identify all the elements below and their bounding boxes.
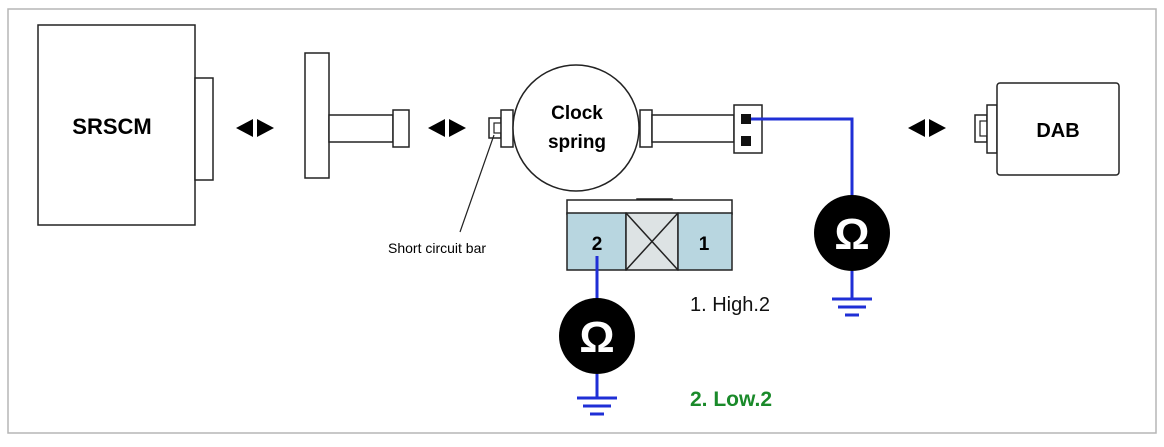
measurement-wire-high (751, 117, 854, 196)
ground-icon (832, 297, 872, 317)
clock-spring-label-line2: spring (548, 132, 606, 153)
pin-1-label: 1 (699, 234, 710, 255)
srscm-module: SRSCM (37, 24, 214, 226)
short-circuit-bar-label: Short circuit bar (388, 240, 486, 256)
clock-spring-label-line1: Clock (551, 103, 603, 124)
ohmmeter-icon: Ω (814, 195, 890, 271)
pin-2-label: 2 (592, 234, 603, 255)
short-circuit-bar-pointer (459, 134, 495, 233)
ohmmeter-icon: Ω (559, 298, 635, 374)
dab-module: DAB (974, 82, 1120, 176)
double-arrow-icon (428, 119, 466, 137)
clock-spring: Clock spring (488, 64, 763, 192)
dab-label: DAB (1036, 120, 1079, 142)
srscm-label: SRSCM (72, 114, 151, 139)
double-arrow-icon (908, 119, 946, 137)
harness-connector (304, 52, 410, 179)
ground-icon (577, 396, 617, 416)
clock-spring-connector: 2 1 (566, 198, 733, 271)
high-resistance-note: 1. High.2 (690, 294, 770, 316)
ohm-symbol-left: Ω (579, 313, 614, 362)
ohm-symbol-right: Ω (834, 210, 869, 259)
double-arrow-icon (236, 119, 274, 137)
low-resistance-note: 2. Low.2 (690, 388, 772, 411)
